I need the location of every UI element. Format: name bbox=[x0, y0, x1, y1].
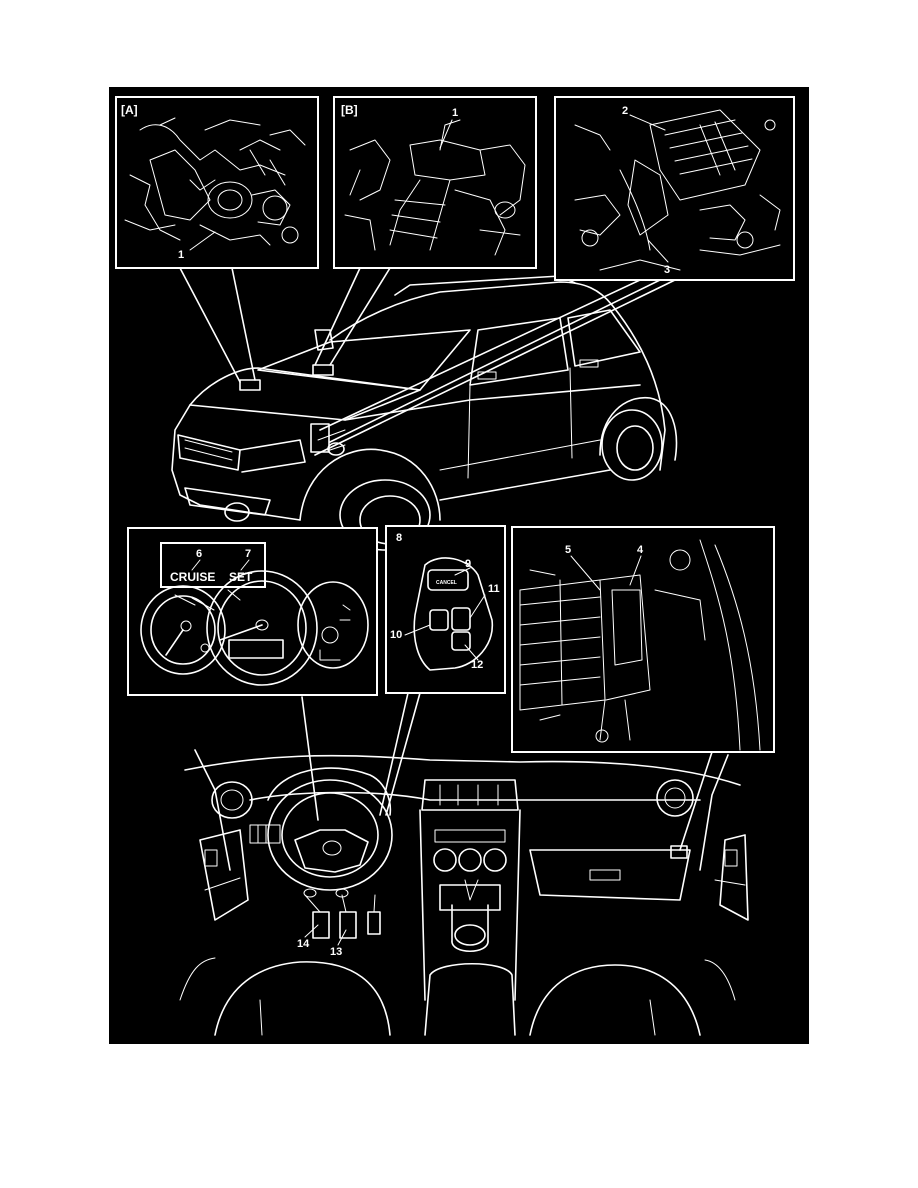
relay-callout-4: 4 bbox=[637, 544, 644, 556]
cruise-indicator-text: CRUISE bbox=[170, 570, 215, 584]
inset-a-tag: [A] bbox=[121, 103, 138, 117]
switch-callout-11: 11 bbox=[488, 583, 500, 595]
inset-b-throttle-actuator: [B] 1 bbox=[333, 96, 537, 269]
indicator-label-panel bbox=[160, 542, 266, 588]
switch-callout-10: 10 bbox=[390, 629, 402, 641]
bottom-leader-lines bbox=[301, 692, 713, 851]
inset-c-engine-control: 2 3 bbox=[554, 96, 795, 281]
inset-a-throttle-body: [A] 1 bbox=[115, 96, 319, 269]
inset-b-callout-1: 1 bbox=[452, 107, 458, 119]
relay-callout-5: 5 bbox=[565, 544, 571, 556]
top-leader-lines bbox=[179, 267, 676, 456]
switch-callout-8: 8 bbox=[396, 532, 402, 544]
pedal-callout-14: 14 bbox=[297, 938, 310, 950]
inset-a-callout-1: 1 bbox=[178, 249, 184, 261]
switch-callout-12: 12 bbox=[471, 659, 483, 671]
cancel-switch-text: CANCEL bbox=[436, 580, 457, 586]
vehicle-interior-illustration bbox=[179, 749, 749, 1036]
pedal-callout-13: 13 bbox=[330, 946, 342, 958]
inset-b-tag: [B] bbox=[341, 103, 358, 117]
meter-callout-7: 7 bbox=[245, 548, 251, 560]
inset-c-callout-3: 3 bbox=[664, 264, 670, 276]
inset-c-callout-2: 2 bbox=[622, 105, 628, 117]
inset-combination-meter: 6 7 CRUISE SET bbox=[127, 527, 378, 696]
inset-cruise-control-switch: 8 9 10 11 12 CANCEL bbox=[385, 525, 506, 694]
meter-callout-6: 6 bbox=[196, 548, 202, 560]
inset-relay-location: 5 4 bbox=[511, 526, 775, 753]
